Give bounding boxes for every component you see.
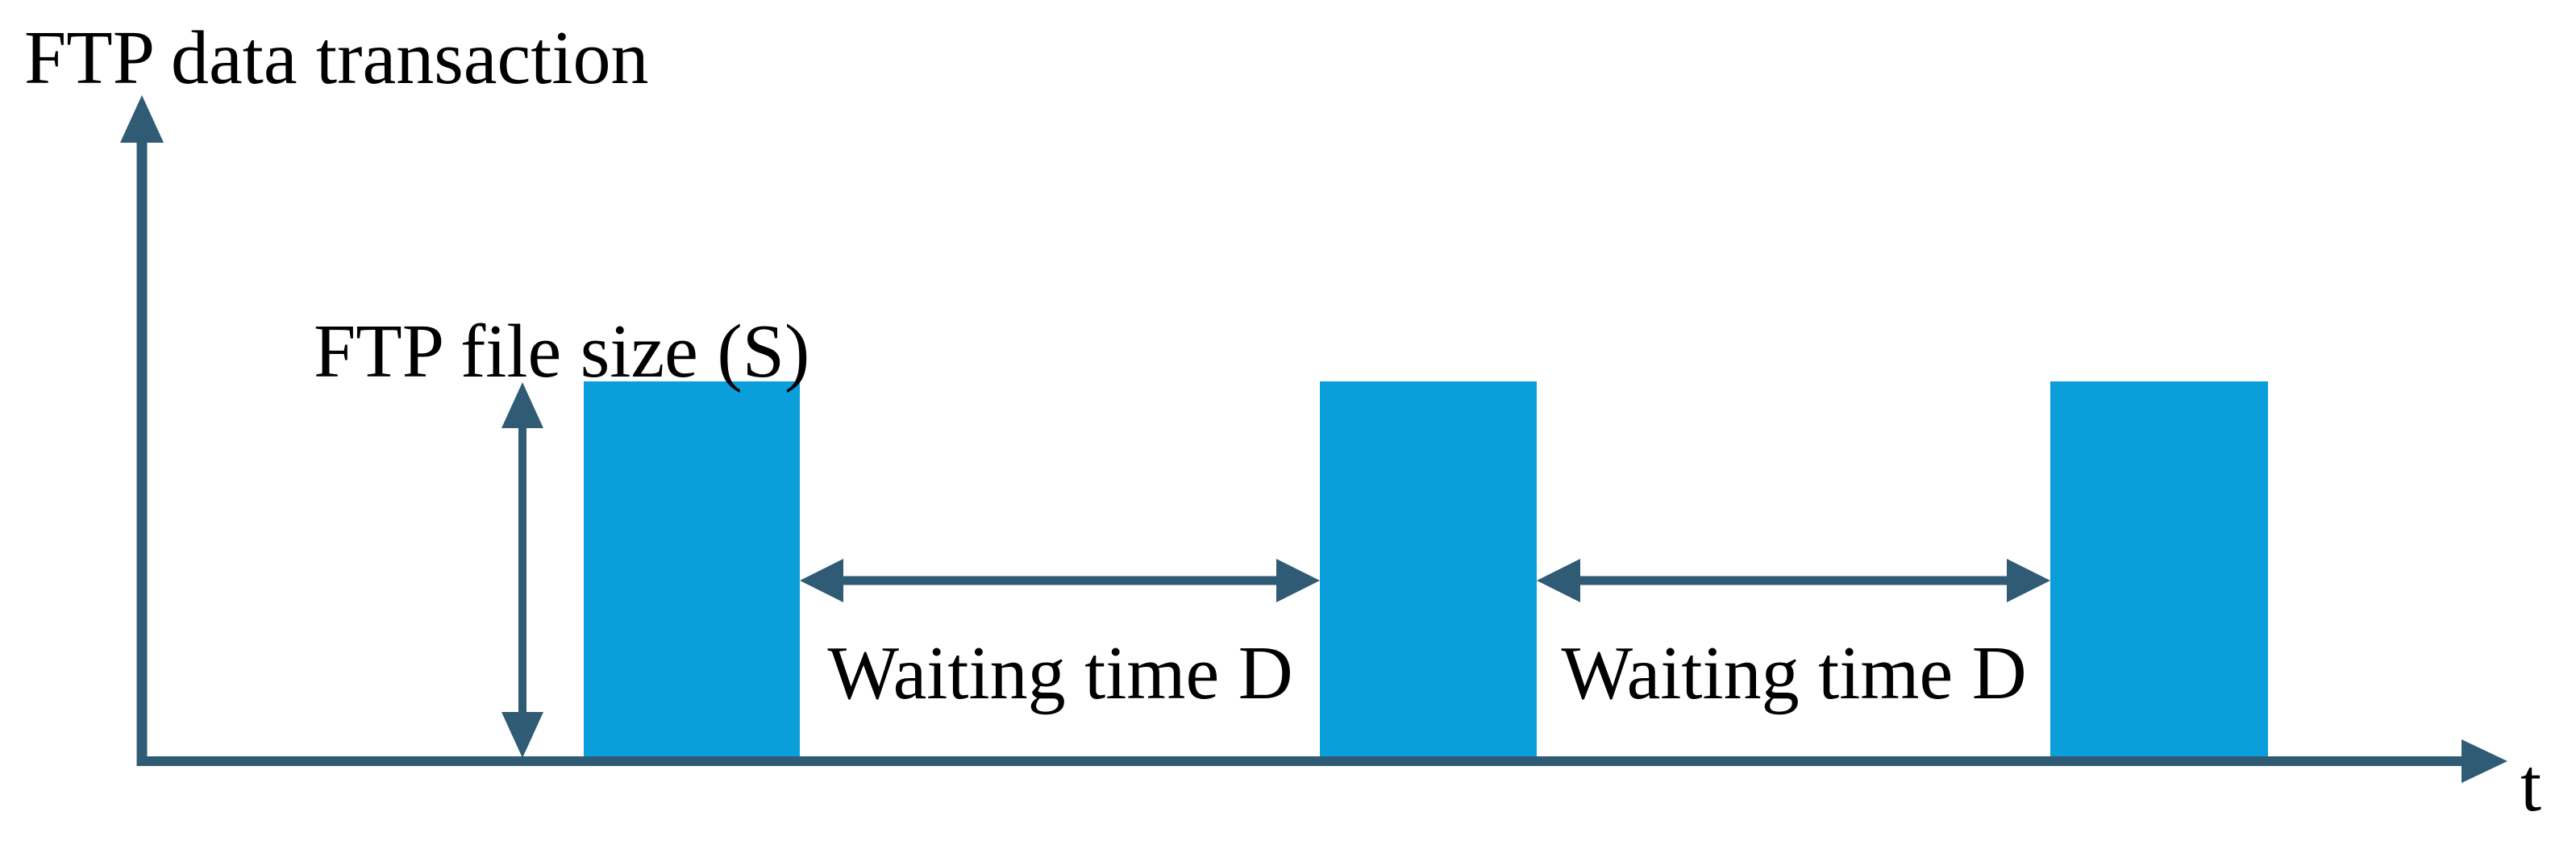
file-size-label: FTP file size (S) bbox=[314, 310, 809, 393]
waiting-arrow-1 bbox=[800, 559, 1320, 602]
transaction-bar bbox=[1320, 381, 1537, 756]
y-axis bbox=[120, 95, 164, 766]
y-axis-label: FTP data transaction bbox=[24, 16, 648, 100]
x-axis bbox=[137, 739, 2507, 783]
transaction-bar bbox=[2050, 381, 2268, 756]
arrow-right-icon bbox=[1276, 559, 1320, 602]
arrow-right-icon bbox=[2007, 559, 2050, 602]
waiting-time-label-1: Waiting time D bbox=[827, 631, 1292, 715]
waiting-arrow-2 bbox=[1537, 559, 2050, 602]
x-axis-arrowhead-icon bbox=[2462, 739, 2507, 783]
arrow-up-icon bbox=[501, 382, 543, 428]
arrow-left-icon bbox=[1537, 559, 1580, 602]
x-axis-label: t bbox=[2520, 743, 2541, 827]
file-size-arrow bbox=[501, 382, 543, 758]
transaction-bars bbox=[584, 381, 2268, 756]
arrow-left-icon bbox=[800, 559, 843, 602]
y-axis-arrowhead-icon bbox=[120, 95, 164, 143]
transaction-bar bbox=[584, 381, 800, 756]
waiting-time-label-2: Waiting time D bbox=[1561, 631, 2026, 715]
arrow-down-icon bbox=[501, 712, 543, 758]
